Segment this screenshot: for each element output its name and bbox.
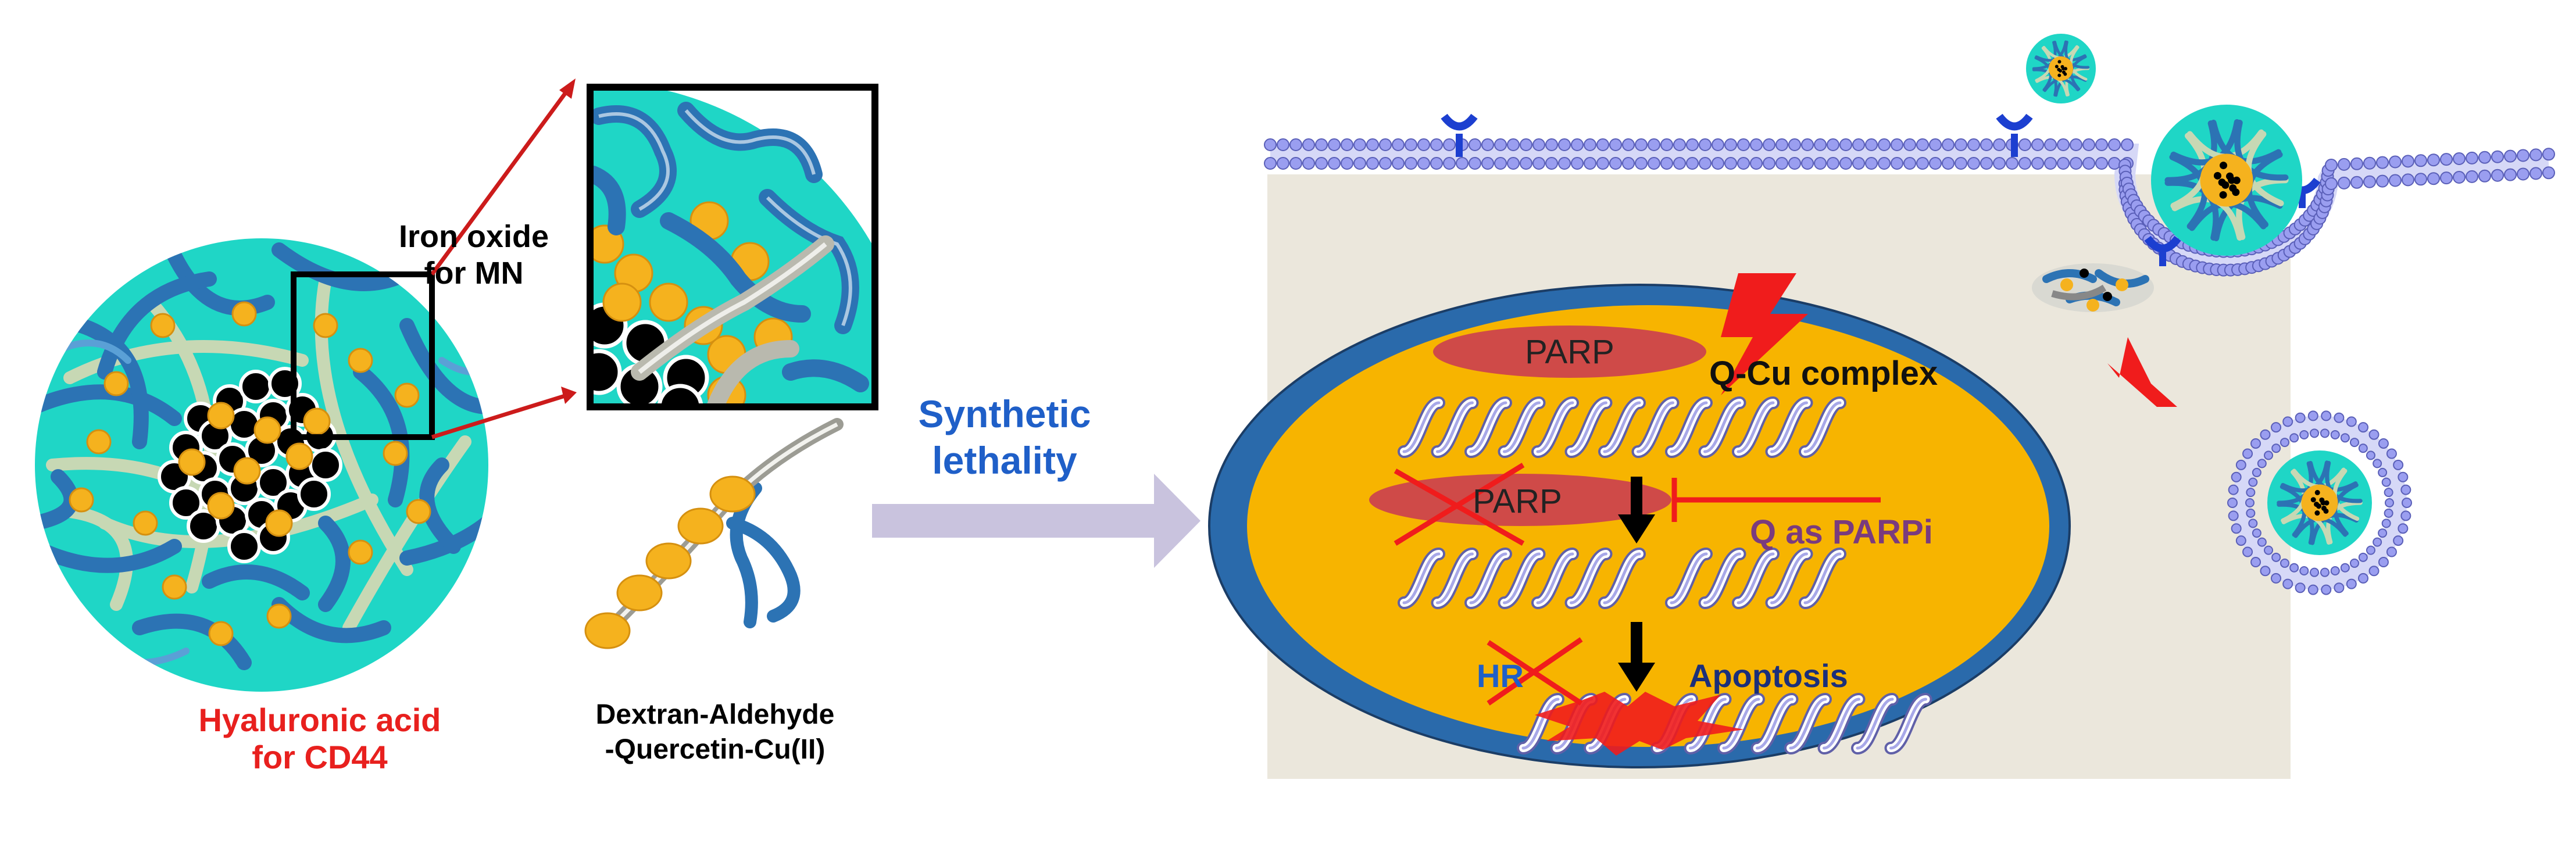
label-hyaluronic-line2: for CD44: [252, 739, 387, 775]
inhibition-line: [1671, 478, 1881, 522]
label-dextran-line2: -Quercetin-Cu(II): [605, 734, 826, 765]
cell-membrane: [1264, 113, 2555, 277]
label-hr: HR: [1477, 657, 1524, 694]
label-apoptosis: Apoptosis: [1689, 657, 1848, 694]
cd44-receptor-icon: [1441, 113, 1478, 157]
dna-helix-intact: [1398, 396, 1846, 458]
label-q-parpi: Q as PARPi: [1750, 513, 1933, 551]
nanoparticle-endosome: [2227, 410, 2412, 595]
dextran-chain-illustration: [584, 418, 844, 649]
parp-ellipse-top: [1433, 326, 1706, 378]
zoom-inset: [587, 84, 878, 410]
nanoparticle-approaching: [2026, 34, 2096, 103]
down-arrow-2: [1618, 622, 1655, 692]
parp-cross-icon: [1394, 463, 1525, 546]
lightning-icon: [1721, 273, 1808, 395]
label-qcu-complex: Q-Cu complex: [1709, 355, 1938, 392]
down-arrow-1: [1618, 477, 1655, 543]
label-parp-top: PARP: [1525, 333, 1614, 371]
large-nanoparticle: [35, 238, 488, 692]
label-parp-inhibited: PARP: [1473, 482, 1562, 520]
nanoparticle-bound: [2151, 105, 2302, 256]
synthetic-lethality-arrow: [872, 474, 1201, 568]
zoom-region-box: [291, 271, 435, 440]
degraded-nanoparticle: [2032, 263, 2154, 312]
label-synthetic-line1: Synthetic: [918, 392, 1091, 435]
quercetin-dots: [69, 301, 431, 646]
zoom-arrows: [430, 78, 577, 439]
cell-scene: [1208, 34, 2555, 779]
cd44-receptor-icon: [1996, 113, 2033, 157]
nucleus: [1208, 244, 2071, 768]
label-synthetic-line2: lethality: [932, 439, 1077, 482]
label-dextran-line1: Dextran-Aldehyde: [596, 699, 835, 730]
label-hyaluronic-line1: Hyaluronic acid: [198, 702, 441, 738]
dna-helix-broken: [1398, 548, 1846, 609]
apoptosis-burst: [1535, 692, 1744, 756]
uptake-arrow: [2107, 337, 2177, 407]
iron-oxide-core: [158, 367, 342, 563]
label-iron-oxide-line2: for MN: [424, 256, 524, 291]
hr-cross-icon: [1487, 637, 1583, 706]
cd44-receptor-icon: [2144, 235, 2181, 266]
label-iron-oxide-line1: Iron oxide: [399, 219, 549, 254]
